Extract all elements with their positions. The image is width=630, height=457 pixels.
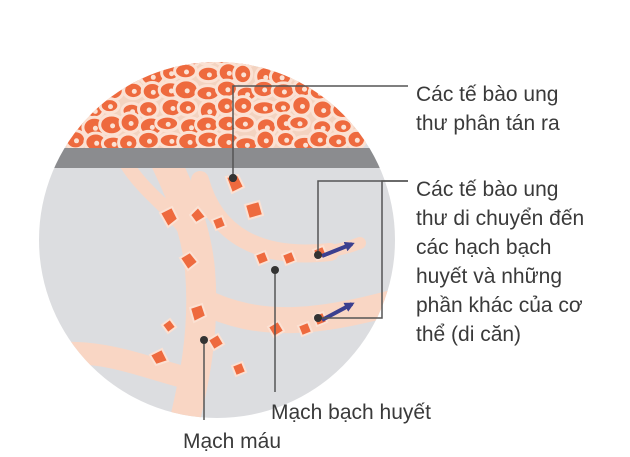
tumor-cell: [307, 67, 329, 85]
label-line: thể (di căn): [416, 320, 628, 349]
cell-nucleus: [318, 138, 323, 143]
label-blood-vessel: Mạch máu: [183, 427, 281, 456]
cell-nucleus: [149, 56, 154, 61]
cell-nucleus: [73, 125, 78, 130]
cell-nucleus: [171, 106, 176, 111]
cell-nucleus: [94, 141, 99, 146]
tumor-cell: [291, 64, 310, 81]
cell-nucleus: [151, 90, 156, 95]
cell-nucleus: [147, 108, 152, 113]
cell-nucleus: [317, 74, 322, 79]
cell-nucleus: [170, 53, 175, 58]
cell-nucleus: [150, 125, 155, 130]
cell-nucleus: [189, 125, 194, 130]
label-lymph-vessel: Mạch bạch huyết: [271, 398, 431, 427]
label-line: thư phân tán ra: [416, 109, 626, 138]
cell-nucleus: [129, 73, 134, 78]
cell-nucleus: [132, 89, 137, 94]
cell-nucleus: [336, 139, 341, 144]
cell-nucleus: [284, 138, 289, 143]
cell-nucleus: [147, 139, 152, 144]
cell-nucleus: [206, 92, 211, 97]
cell-nucleus: [282, 90, 287, 95]
cell-nucleus: [245, 143, 250, 148]
cell-nucleus: [188, 58, 193, 63]
cell-nucleus: [108, 104, 113, 109]
tissue-circle: [30, 45, 420, 440]
cell-nucleus: [243, 122, 248, 127]
cell-nucleus: [93, 126, 98, 131]
cell-nucleus: [114, 71, 119, 76]
cell-nucleus: [186, 106, 191, 111]
label-line: Các tế bào ung: [416, 175, 628, 204]
cell-nucleus: [225, 104, 230, 109]
cell-nucleus: [281, 105, 286, 110]
tumor-cell: [104, 81, 123, 99]
cell-nucleus: [302, 87, 307, 92]
cell-nucleus: [112, 142, 117, 147]
label-line: các hạch bạch: [416, 233, 628, 262]
cell-nucleus: [341, 125, 346, 130]
label-line: huyết và những: [416, 262, 628, 291]
tumor-cell: [104, 65, 126, 80]
cell-nucleus: [262, 88, 267, 93]
cell-nucleus: [241, 72, 246, 77]
tumor-cell: [196, 47, 216, 64]
label-cells-migrate: Các tế bào ung thư di chuyển đến các hạc…: [416, 175, 628, 349]
cell-nucleus: [340, 89, 345, 94]
cell-nucleus: [341, 108, 346, 113]
cell-nucleus: [184, 70, 189, 75]
tumor-cell: [332, 81, 350, 100]
tumor-cell: [83, 83, 107, 103]
cell-nucleus: [112, 89, 117, 94]
label-line: thư di chuyển đến: [416, 204, 628, 233]
cell-nucleus: [74, 138, 79, 143]
cell-nucleus: [207, 109, 212, 114]
cell-nucleus: [129, 121, 134, 126]
cell-nucleus: [264, 138, 269, 143]
tumor-cell: [236, 48, 259, 66]
cell-nucleus: [298, 121, 303, 126]
tumor-cell: [140, 50, 161, 65]
cell-nucleus: [207, 138, 212, 143]
cell-nucleus: [263, 106, 268, 111]
label-cells-spread: Các tế bào ung thư phân tán ra: [416, 80, 626, 138]
tumor-cell: [332, 101, 354, 118]
cell-nucleus: [188, 140, 193, 145]
cell-nucleus: [227, 122, 232, 127]
cell-nucleus: [224, 56, 229, 61]
cell-nucleus: [166, 122, 171, 127]
cell-nucleus: [225, 87, 230, 92]
cell-nucleus: [280, 75, 285, 80]
cell-nucleus: [75, 104, 80, 109]
cell-nucleus: [303, 143, 308, 148]
cell-nucleus: [94, 92, 99, 97]
tumor-cell: [66, 96, 89, 114]
cell-nucleus: [127, 141, 132, 146]
cell-nucleus: [207, 72, 212, 77]
label-line: Các tế bào ung: [416, 80, 626, 109]
cell-nucleus: [299, 71, 304, 76]
cell-nucleus: [263, 56, 268, 61]
cell-nucleus: [205, 54, 210, 59]
label-line: phần khác của cơ: [416, 291, 628, 320]
cell-nucleus: [151, 75, 156, 80]
cell-nucleus: [185, 88, 190, 93]
cell-nucleus: [242, 104, 247, 109]
cell-nucleus: [300, 104, 305, 109]
tumor-cell: [309, 85, 329, 100]
cell-nucleus: [226, 140, 231, 145]
cell-nucleus: [246, 55, 251, 60]
cell-nucleus: [206, 123, 211, 128]
cell-nucleus: [355, 138, 360, 143]
tumor-cell: [254, 48, 275, 66]
cell-nucleus: [227, 71, 232, 76]
cell-nucleus: [169, 139, 174, 144]
cell-nucleus: [318, 91, 323, 96]
cell-nucleus: [110, 123, 115, 128]
cell-nucleus: [321, 108, 326, 113]
basement-membrane: [30, 148, 410, 168]
cell-nucleus: [93, 109, 98, 114]
tumor-cell: [161, 46, 181, 62]
